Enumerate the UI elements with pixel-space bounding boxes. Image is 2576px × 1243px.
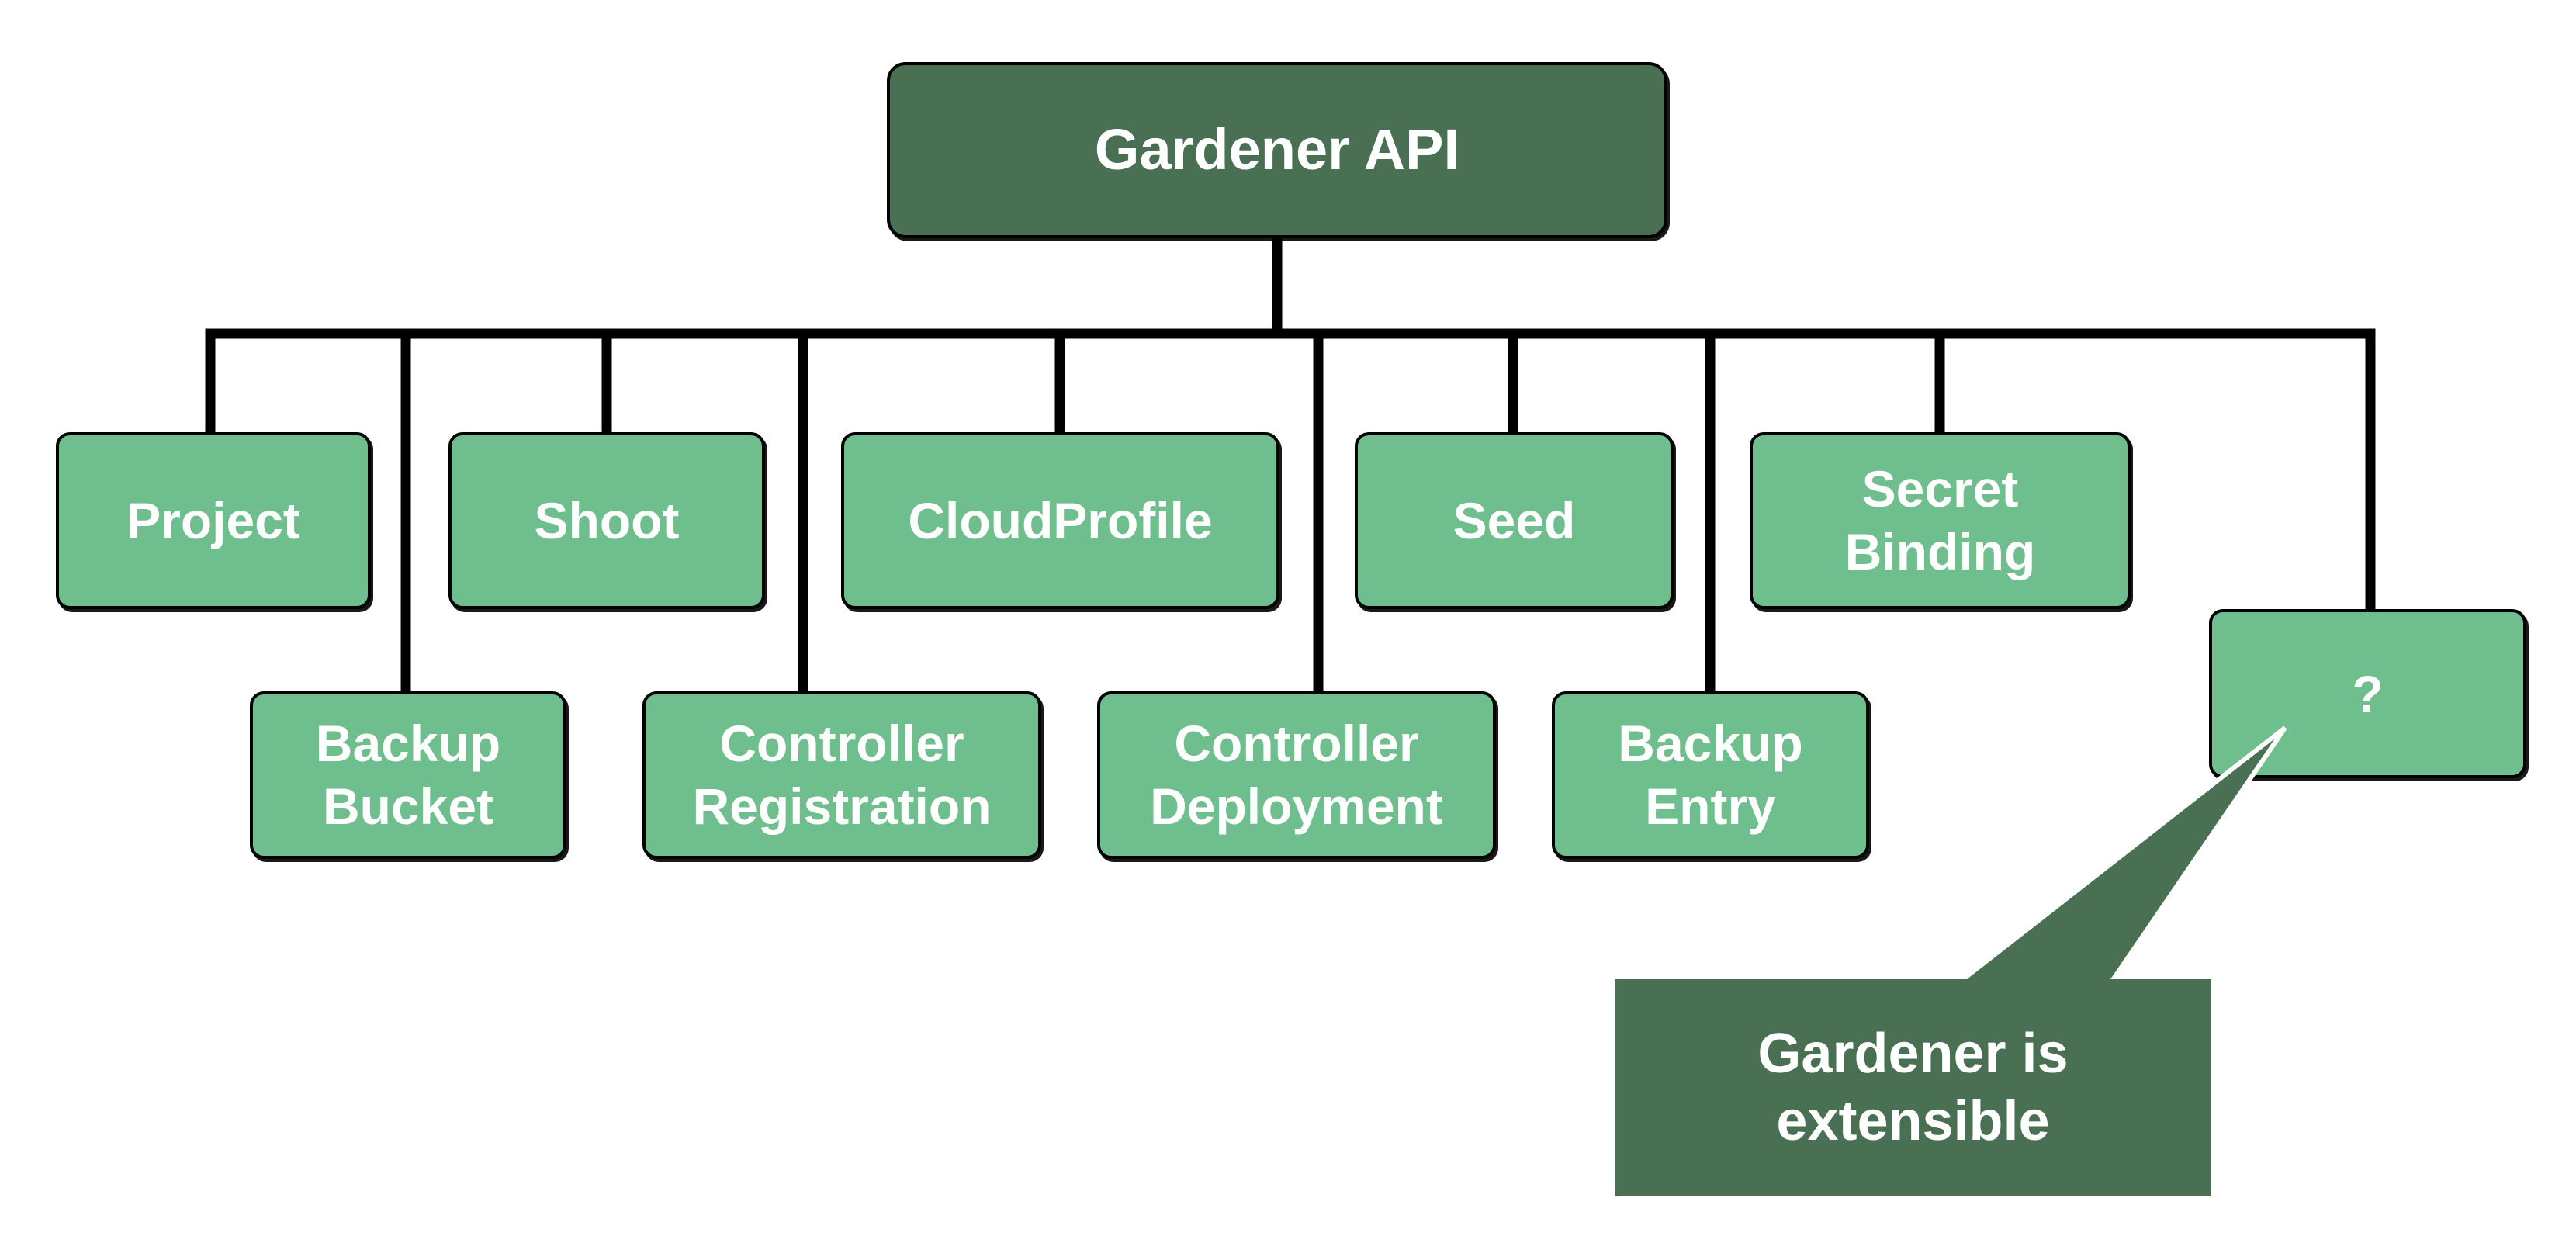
node-seed: Seed — [1355, 432, 1674, 609]
node-controller-deployment-label: Controller Deployment — [1150, 715, 1443, 835]
node-backup-entry-label: Backup Entry — [1618, 715, 1803, 835]
node-controller-registration-label: Controller Registration — [692, 715, 992, 835]
node-secret-binding: Secret Binding — [1750, 432, 2131, 609]
node-seed-label: Seed — [1452, 491, 1576, 549]
callout-gardener-extensible: Gardener is extensible — [1615, 979, 2211, 1196]
node-question-mark-label: ? — [2352, 664, 2384, 722]
node-backup-bucket-label: Backup Bucket — [315, 715, 501, 835]
node-cloud-profile: CloudProfile — [841, 432, 1279, 609]
node-backup-bucket: Backup Bucket — [250, 691, 566, 859]
node-controller-registration: Controller Registration — [642, 691, 1041, 859]
node-gardener-api: Gardener API — [887, 62, 1667, 238]
callout-label: Gardener is extensible — [1757, 1023, 2069, 1152]
node-backup-entry: Backup Entry — [1552, 691, 1869, 859]
node-secret-binding-label: Secret Binding — [1844, 460, 2036, 580]
node-project-label: Project — [126, 491, 300, 549]
node-cloud-profile-label: CloudProfile — [908, 491, 1213, 549]
node-project: Project — [56, 432, 371, 609]
node-shoot-label: Shoot — [534, 491, 680, 549]
node-controller-deployment: Controller Deployment — [1097, 691, 1496, 859]
node-gardener-api-label: Gardener API — [1094, 117, 1460, 182]
node-shoot: Shoot — [448, 432, 765, 609]
